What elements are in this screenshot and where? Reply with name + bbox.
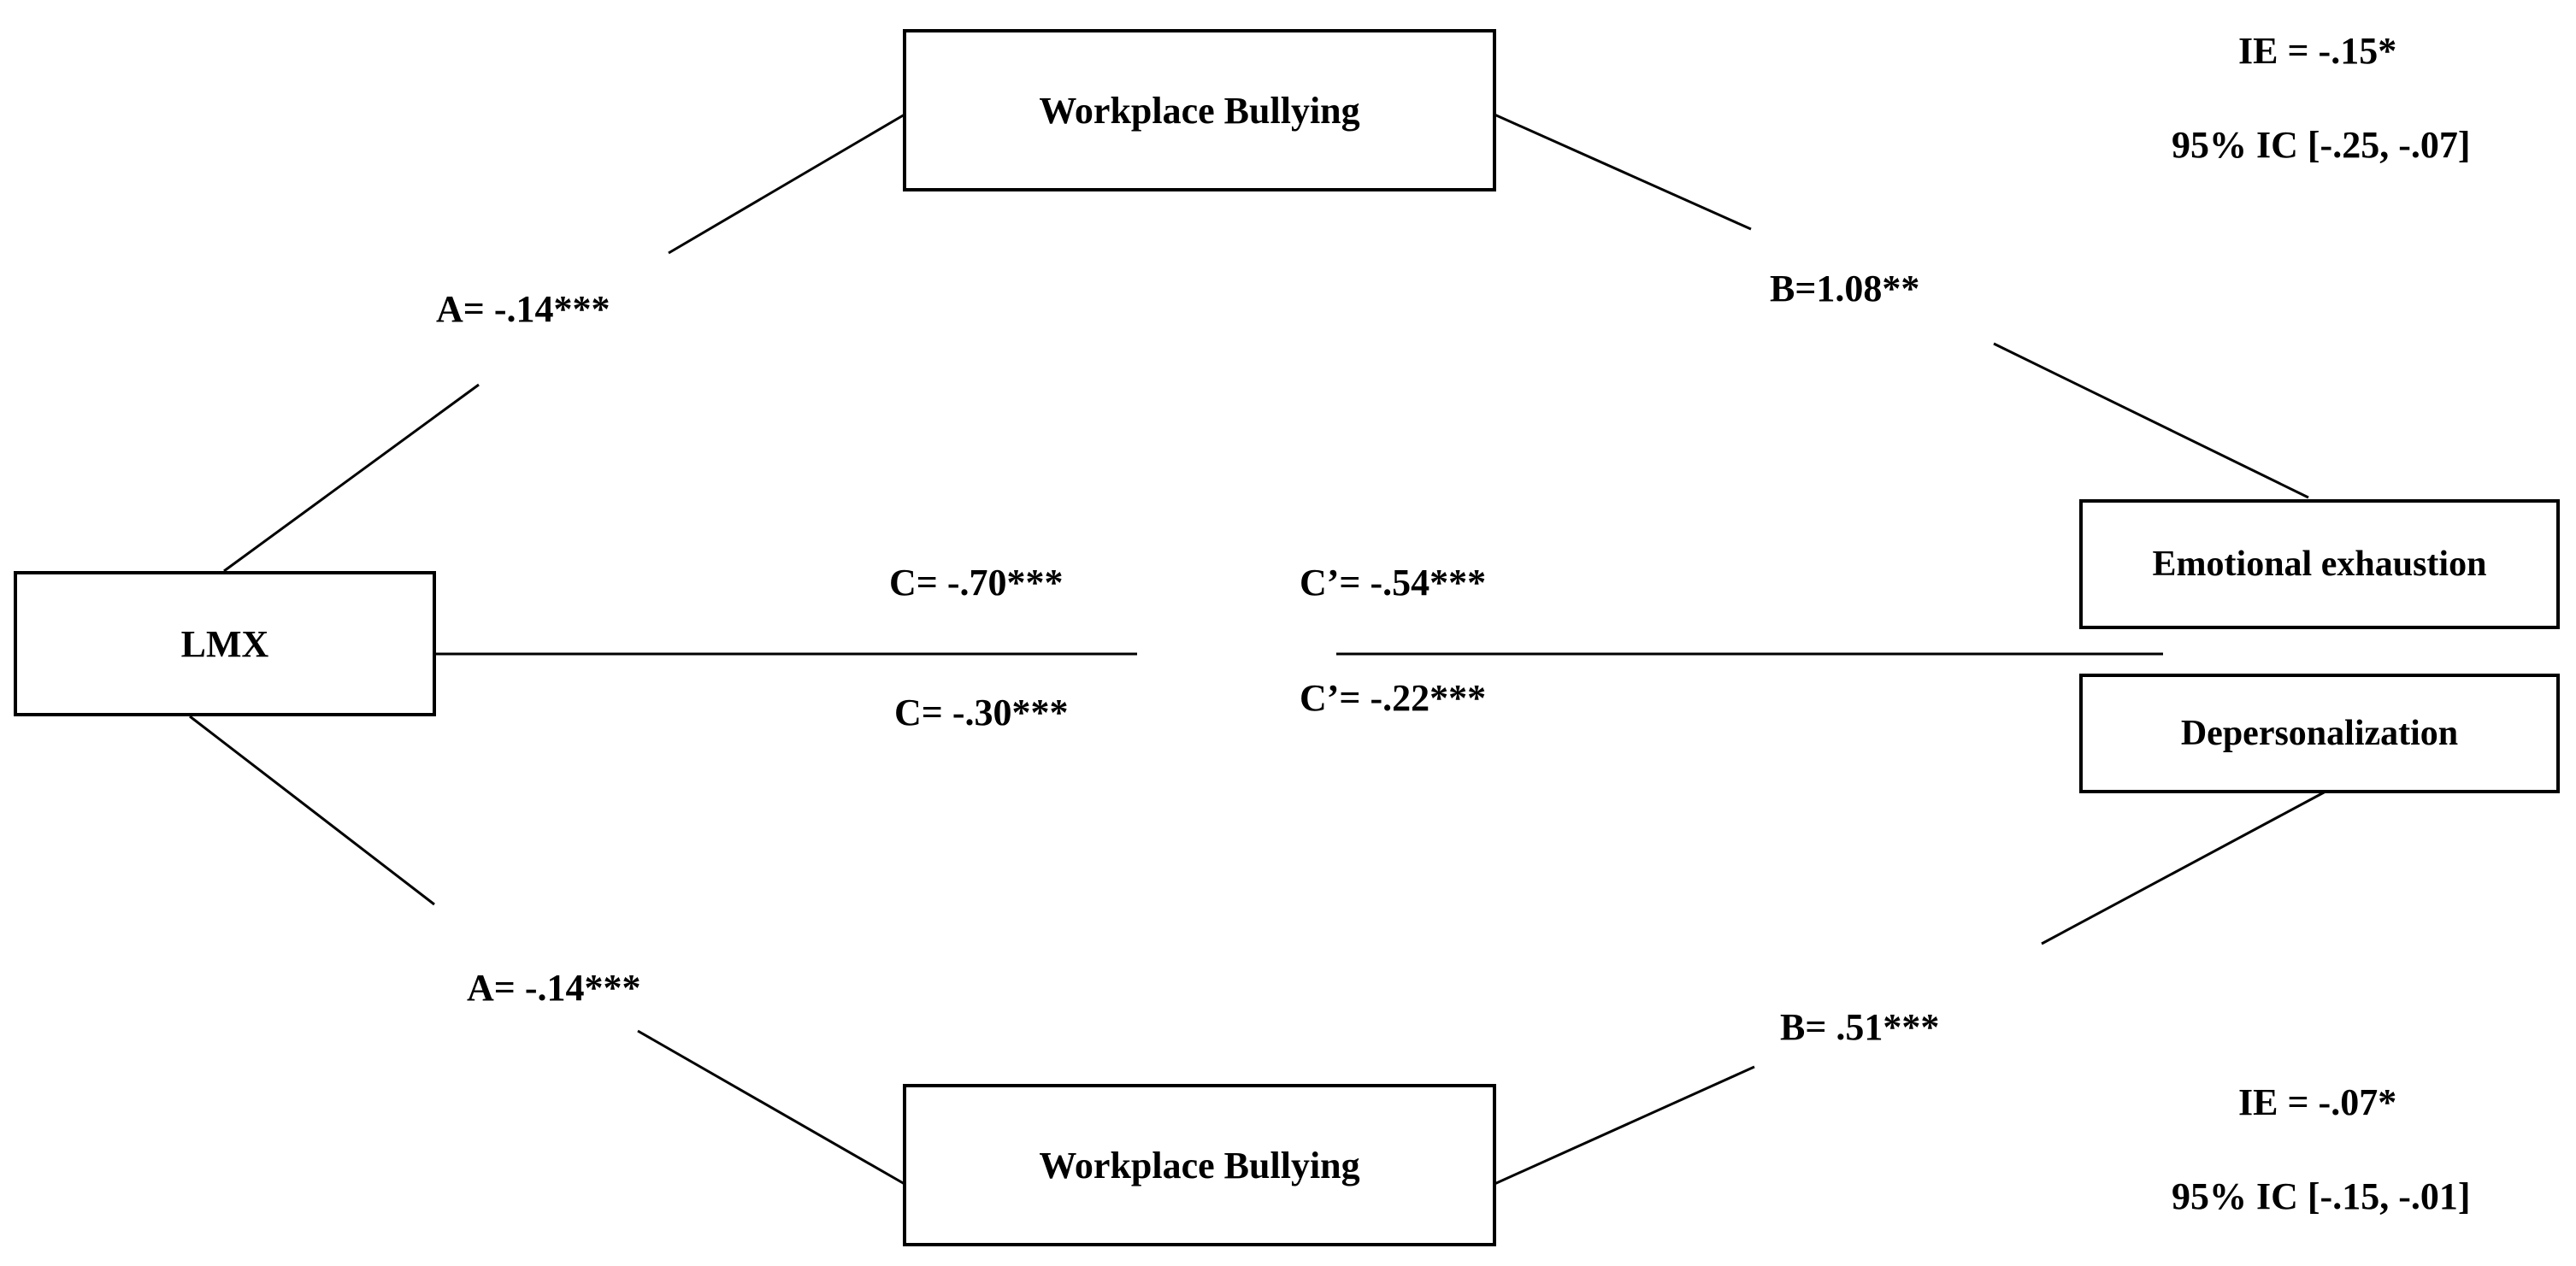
indirect-effect-bottom-label: IE = -.07* xyxy=(2238,1081,2397,1123)
emotional-exhaustion-box: Emotional exhaustion xyxy=(2079,499,2560,629)
confidence-interval-top-label: 95% IC [-.25, -.07] xyxy=(2172,124,2471,166)
path-c-prime-bottom-label: C’= -.22*** xyxy=(1300,677,1487,719)
path-c-bottom-label: C= -.30*** xyxy=(894,692,1069,733)
depersonalization-label: Depersonalization xyxy=(2180,714,2459,753)
line-bullying-bottom-to-label-b-bottom xyxy=(1494,1065,1755,1186)
emotional-exhaustion-label: Emotional exhaustion xyxy=(2152,545,2487,584)
line-label-b-bottom-to-depersonalization xyxy=(2041,790,2326,945)
path-c-prime-top-label: C’= -.54*** xyxy=(1300,562,1487,604)
line-bullying-top-to-label-b-top xyxy=(1494,113,1752,231)
confidence-interval-bottom-label: 95% IC [-.15, -.01] xyxy=(2172,1175,2471,1217)
path-b-top-label: B=1.08** xyxy=(1770,268,1920,309)
lmx-box: LMX xyxy=(14,571,436,716)
lmx-label: LMX xyxy=(180,622,269,665)
line-label-b-top-to-exhaustion xyxy=(1993,342,2309,499)
path-a-bottom-label: A= -.14*** xyxy=(467,967,641,1009)
workplace-bullying-bottom-label: Workplace Bullying xyxy=(1039,1144,1360,1187)
line-lmx-to-label-a-bottom xyxy=(189,715,435,906)
path-c-top-label: C= -.70*** xyxy=(889,562,1064,604)
path-a-top-label: A= -.14*** xyxy=(436,288,610,330)
path-b-bottom-label: B= .51*** xyxy=(1780,1006,1940,1048)
workplace-bullying-top-box: Workplace Bullying xyxy=(903,29,1496,191)
workplace-bullying-bottom-box: Workplace Bullying xyxy=(903,1084,1496,1246)
depersonalization-box: Depersonalization xyxy=(2079,674,2560,793)
line-label-a-top-to-bullying-top xyxy=(668,113,905,255)
line-lmx-to-label-a-top xyxy=(223,383,480,573)
line-label-a-bottom-to-bullying-bottom xyxy=(637,1029,905,1186)
indirect-effect-top-label: IE = -.15* xyxy=(2238,30,2397,72)
workplace-bullying-top-label: Workplace Bullying xyxy=(1039,89,1360,132)
